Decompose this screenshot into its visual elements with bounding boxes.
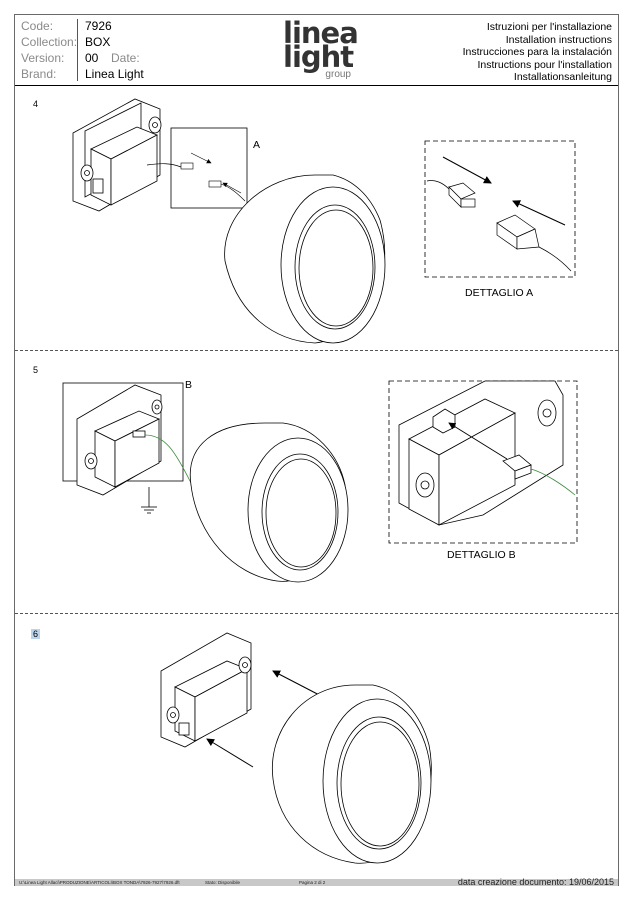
instructions-fr: Instructions pour l'installation (477, 58, 613, 71)
header-divider (15, 85, 618, 86)
lamp-body-step-5 (189, 422, 349, 583)
date-label: Date: (111, 51, 140, 65)
instructions-title: Istruzioni per l'installazione Installat… (463, 21, 612, 84)
ground-wire (144, 434, 192, 484)
callout-b-label: B (185, 379, 193, 391)
version-label: Version: (21, 51, 65, 65)
arrow-detail-a-1 (442, 156, 492, 184)
instructions-de: Installationsanleitung (513, 71, 612, 83)
brand-field: Brand: Linea Light (21, 66, 271, 82)
arrow-detail-b (448, 422, 508, 460)
arrow-step-6-2 (206, 738, 254, 768)
linea-light-logo: linea light group (283, 16, 359, 83)
instructions-en: Installation instructions (505, 33, 612, 46)
connector-a-small (180, 162, 246, 202)
ground-symbol (141, 487, 157, 514)
detail-b-caption: DETTAGLIO B (447, 549, 516, 561)
code-label: Code: (21, 19, 54, 33)
step-divider-2 (15, 613, 618, 614)
brand-value: Linea Light (85, 67, 144, 81)
step-6-bracket (160, 632, 252, 748)
arrow-detail-a-2 (512, 200, 566, 226)
callout-a-label: A (253, 139, 261, 151)
footer-bar (15, 879, 618, 886)
step-6-number: 6 (31, 629, 41, 639)
detail-a-caption: DETTAGLIO A (465, 287, 534, 299)
collection-value: BOX (85, 35, 111, 49)
step-5-bracket (76, 384, 163, 496)
footer-created-date: data creazione documento: 19/06/2015 (457, 877, 614, 887)
lamp-body-step-6 (271, 684, 432, 864)
installation-drawings (62, 98, 578, 864)
title-block: Code: 7926 Collection: BOX Version: 00 D… (15, 15, 618, 85)
collection-label: Collection: (21, 35, 78, 49)
code-field: Code: 7926 (21, 18, 271, 34)
logo-line-1: linea (283, 16, 359, 50)
version-value: 00 (85, 51, 99, 65)
step-5-number: 5 (33, 365, 39, 375)
brand-label: Brand: (21, 67, 57, 81)
detail-a-connectors (426, 180, 572, 272)
step-4-number: 4 (33, 99, 39, 109)
code-value: 7926 (85, 19, 112, 33)
version-field: Version: 00 Date: (21, 50, 271, 66)
logo-line-3: group (325, 69, 351, 80)
document-page: Code: 7926 Collection: BOX Version: 00 D… (14, 14, 619, 887)
lamp-body-step-4 (224, 174, 386, 344)
instructions-es: Instrucciones para la instalación (462, 46, 612, 58)
detail-b-bracket (398, 380, 564, 526)
arrow-a-1 (190, 152, 212, 164)
arrow-a-2 (222, 182, 242, 194)
footer-page: Pagina 2 di 2 (299, 880, 326, 885)
detail-a-frame (424, 140, 576, 278)
instructions-it: Istruzioni per l'installazione (486, 21, 612, 33)
detail-b-frame (388, 380, 578, 544)
step-4-cable (146, 163, 182, 168)
detail-b-wire (530, 468, 576, 496)
collection-field: Collection: BOX (21, 34, 271, 50)
logo-line-2: light (283, 40, 354, 74)
step-divider-1 (15, 350, 618, 351)
footer-path: U:\Linea Light Allaci\PRODUZIONE\ARTICOL… (19, 880, 180, 885)
callout-a-box (170, 127, 248, 209)
step-4-bracket (72, 98, 162, 212)
footer-status: Stato: Disponibile (205, 880, 241, 885)
field-separator (77, 19, 78, 81)
